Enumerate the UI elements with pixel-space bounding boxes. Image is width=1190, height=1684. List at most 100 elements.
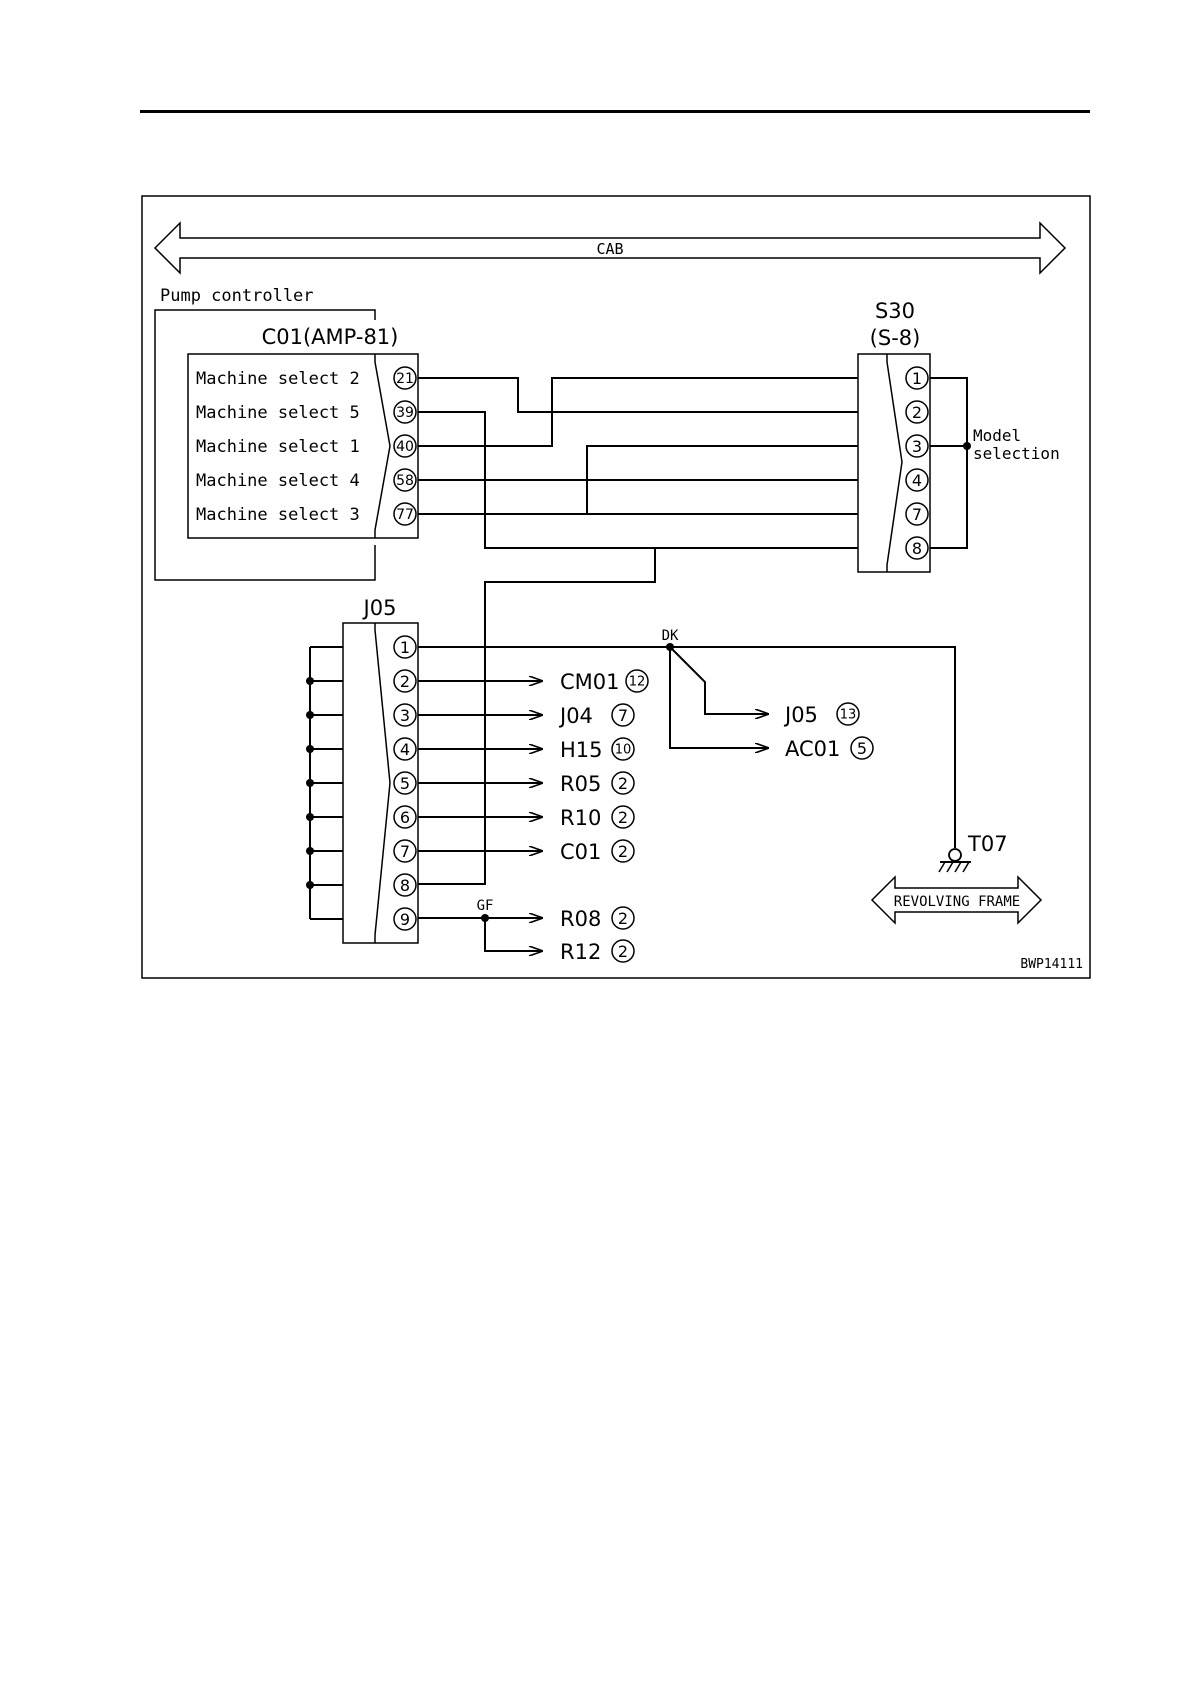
svg-text:2: 2 — [618, 942, 628, 961]
s30-pin-number: 8 — [906, 537, 928, 559]
s30-title: S30 — [875, 299, 915, 323]
j05-output-pin: 7 — [612, 704, 634, 726]
j05-pin-number: 8 — [394, 874, 416, 896]
splice-dk-label: DK — [662, 628, 679, 644]
ground-label: T07 — [967, 832, 1008, 856]
gf-output-pin: 2 — [612, 907, 634, 929]
svg-text:39: 39 — [396, 405, 414, 421]
svg-text:5: 5 — [857, 739, 867, 758]
model-selection-line1: Model — [973, 426, 1021, 445]
j05-shorting-bus — [306, 647, 343, 919]
svg-text:13: 13 — [840, 708, 857, 723]
svg-text:6: 6 — [400, 808, 410, 827]
s30-pin-number: 1 — [906, 367, 928, 389]
c01-pin-labels: Machine select 2 Machine select 5 Machine … — [196, 369, 360, 525]
model-selection-line2: selection — [973, 444, 1060, 463]
j05-output-name: J04 — [558, 704, 593, 728]
model-selection-bus — [930, 378, 971, 548]
svg-text:10: 10 — [615, 743, 632, 758]
dk-to-j05-wire — [670, 647, 768, 714]
figure-code: BWP14111 — [1020, 957, 1083, 972]
svg-text:9: 9 — [400, 910, 410, 929]
svg-text:40: 40 — [396, 439, 414, 455]
c01-pin-label: Machine select 4 — [196, 471, 360, 491]
svg-text:3: 3 — [400, 706, 410, 725]
j05-output-name: R10 — [560, 806, 601, 830]
diagram-frame — [142, 196, 1090, 978]
j05-output-pin: 10 — [612, 738, 634, 760]
svg-text:5: 5 — [400, 774, 410, 793]
svg-text:2: 2 — [912, 403, 922, 422]
svg-text:4: 4 — [400, 740, 410, 759]
svg-text:8: 8 — [912, 539, 922, 558]
gf-output-name: R08 — [560, 907, 601, 931]
c01-pin-label: Machine select 5 — [196, 403, 360, 423]
j05-output-pin: 2 — [612, 772, 634, 794]
dk-output-pin: 5 — [851, 737, 873, 759]
ground-wire: DK — [418, 628, 955, 848]
j05-pin-number: 9 — [394, 908, 416, 930]
splice-gf-label: GF — [477, 898, 494, 914]
s30-pin-number: 2 — [906, 401, 928, 423]
cab-label: CAB — [596, 240, 623, 258]
j05-pin-number: 7 — [394, 840, 416, 862]
c01-s30-wires — [418, 378, 858, 548]
gf-output-pin: 2 — [612, 940, 634, 962]
pump-controller-label: Pump controller — [160, 286, 314, 306]
j05-pin-number: 6 — [394, 806, 416, 828]
j05-output-pin: 12 — [626, 670, 648, 692]
s30-pin-number: 3 — [906, 435, 928, 457]
j05-output-name: R05 — [560, 772, 601, 796]
revolving-frame-label: REVOLVING FRAME — [894, 894, 1020, 910]
c01-pin-number: 21 — [394, 367, 416, 389]
j05-output-name: H15 — [560, 738, 603, 762]
c01-pin-label: Machine select 1 — [196, 437, 360, 457]
svg-text:12: 12 — [629, 675, 646, 690]
c01-pin-label: Machine select 2 — [196, 369, 360, 389]
c01-pin-label: Machine select 3 — [196, 505, 360, 525]
j05-pin-numbers: 1 2 3 4 5 6 7 8 9 — [394, 636, 416, 930]
svg-text:2: 2 — [618, 808, 628, 827]
dk-output-pin: 13 — [837, 703, 859, 725]
j05-pin-number: 4 — [394, 738, 416, 760]
svg-text:1: 1 — [912, 369, 922, 388]
dk-output-name: AC01 — [785, 737, 840, 761]
c01-pin-number: 77 — [394, 503, 416, 525]
j05-pin-number: 2 — [394, 670, 416, 692]
svg-text:4: 4 — [912, 471, 922, 490]
j05-pin-number: 3 — [394, 704, 416, 726]
s30-pin-number: 7 — [906, 503, 928, 525]
s30-subtitle: (S-8) — [870, 326, 921, 350]
svg-text:2: 2 — [618, 774, 628, 793]
svg-text:3: 3 — [912, 437, 922, 456]
j05-title: J05 — [362, 596, 397, 620]
s30-pin-numbers: 1 2 3 4 7 8 — [906, 367, 928, 559]
c01-pin-numbers: 21 39 40 58 77 — [394, 367, 416, 525]
svg-text:2: 2 — [618, 909, 628, 928]
c01-pin-number: 40 — [394, 435, 416, 457]
gf-output-name: R12 — [560, 940, 601, 964]
j05-output-name: C01 — [560, 840, 601, 864]
c01-pin-number: 39 — [394, 401, 416, 423]
j05-output-name: CM01 — [560, 670, 620, 694]
j05-pin-number: 1 — [394, 636, 416, 658]
cab-zone-arrow: CAB — [155, 223, 1065, 273]
svg-text:7: 7 — [912, 505, 922, 524]
svg-text:8: 8 — [400, 876, 410, 895]
c01-title: C01(AMP-81) — [262, 325, 399, 349]
revolving-frame-zone-arrow: REVOLVING FRAME — [872, 877, 1041, 923]
j05-output-pin: 2 — [612, 840, 634, 862]
svg-text:58: 58 — [396, 473, 414, 489]
svg-text:2: 2 — [618, 842, 628, 861]
svg-text:7: 7 — [618, 706, 628, 725]
svg-text:21: 21 — [396, 371, 414, 387]
ground-symbol — [939, 849, 971, 872]
dk-output-name: J05 — [783, 703, 818, 727]
j05-output-pin: 2 — [612, 806, 634, 828]
c01-pin-number: 58 — [394, 469, 416, 491]
splice-gf: GF — [418, 898, 542, 951]
